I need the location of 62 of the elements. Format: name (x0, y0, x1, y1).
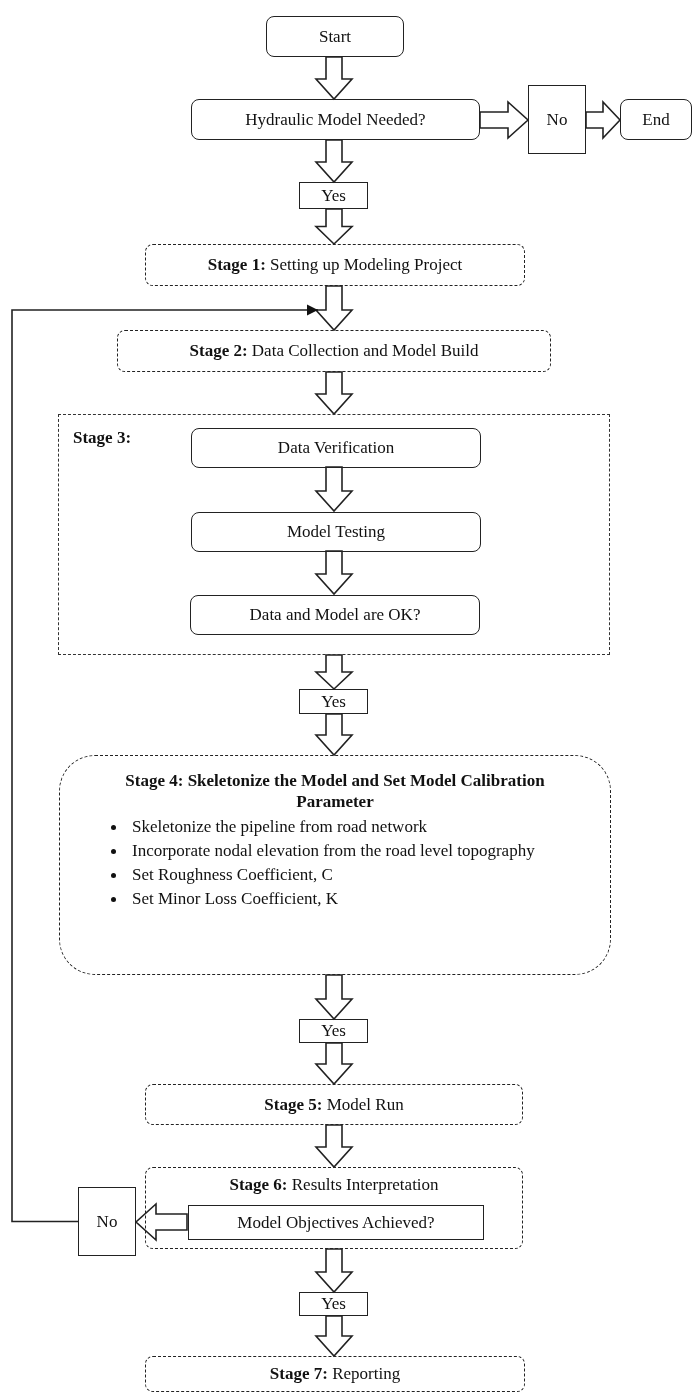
box-label: End (642, 108, 670, 131)
block-arrow (314, 1124, 354, 1169)
decision-outcome-box (299, 182, 368, 209)
decision-outcome-box (299, 689, 368, 714)
box-label: Data Verification (277, 437, 395, 459)
block-arrow (314, 371, 354, 416)
stage-box (117, 330, 551, 372)
stage-box (145, 244, 525, 286)
block-arrow (314, 139, 354, 184)
box-label: Stage 7: Reporting (269, 1363, 401, 1385)
block-arrow (479, 100, 530, 140)
box-label: Stage 5: Model Run (264, 1093, 404, 1116)
block-arrow (314, 1042, 354, 1086)
bullet-text: Set Minor Loss Coefficient, K (132, 889, 339, 909)
box-label: Start (318, 25, 352, 48)
stage-group-box (58, 414, 610, 655)
box-label: Model Testing (286, 521, 386, 543)
terminal-box (266, 16, 404, 57)
block-arrow (314, 713, 354, 757)
box-label: Stage 2: Data Collection and Model Build (189, 340, 479, 362)
stage-heading: Stage 6: Results Interpretation (229, 1174, 439, 1196)
process-box (191, 512, 481, 552)
stage-heading: Stage 4: Skeletonize the Model and Set Model Calibration Parameter (124, 770, 546, 813)
bullet-text: Skeletonize the pipeline from road network (132, 816, 428, 836)
box-label: Yes (321, 1020, 346, 1042)
stage-box (145, 1084, 523, 1125)
block-arrow (314, 1315, 354, 1358)
block-arrow (314, 56, 354, 101)
box-label: No (96, 1210, 118, 1233)
box-label: Data and Model are OK? (249, 604, 421, 626)
block-arrow (314, 974, 354, 1021)
block-arrow (314, 466, 354, 513)
terminal-box (620, 99, 692, 140)
decision-outcome-box (78, 1187, 136, 1256)
stage-box (59, 755, 611, 975)
block-arrow (314, 208, 354, 246)
decision-outcome-box (299, 1019, 368, 1043)
stage-box (145, 1167, 523, 1249)
box-label: Model Objectives Achieved? (237, 1211, 435, 1234)
decision-outcome-box (528, 85, 586, 154)
block-arrow (314, 285, 354, 332)
block-arrow (314, 1248, 354, 1294)
feedback-arrow (11, 304, 319, 1223)
bullet-text: Set Roughness Coefficient, C (132, 865, 333, 884)
decision-box (191, 99, 480, 140)
process-box (191, 428, 481, 468)
stage-box (145, 1356, 525, 1392)
box-label: Yes (321, 184, 346, 207)
box-label: No (546, 108, 568, 131)
box-label: Yes (321, 690, 346, 713)
box-label: Stage 1: Setting up Modeling Project (207, 254, 463, 276)
block-arrow (585, 100, 622, 140)
box-label: Hydraulic Model Needed? (245, 108, 426, 131)
decision-box (188, 1205, 484, 1240)
block-arrow (314, 654, 354, 691)
decision-box (190, 595, 480, 635)
block-arrow (134, 1202, 188, 1242)
block-arrow (314, 550, 354, 596)
box-label: Yes (321, 1293, 346, 1315)
decision-outcome-box (299, 1292, 368, 1316)
bullet-text: Incorporate nodal elevation from the road level topography (132, 840, 535, 860)
stage-heading: Stage 3: (73, 427, 132, 449)
